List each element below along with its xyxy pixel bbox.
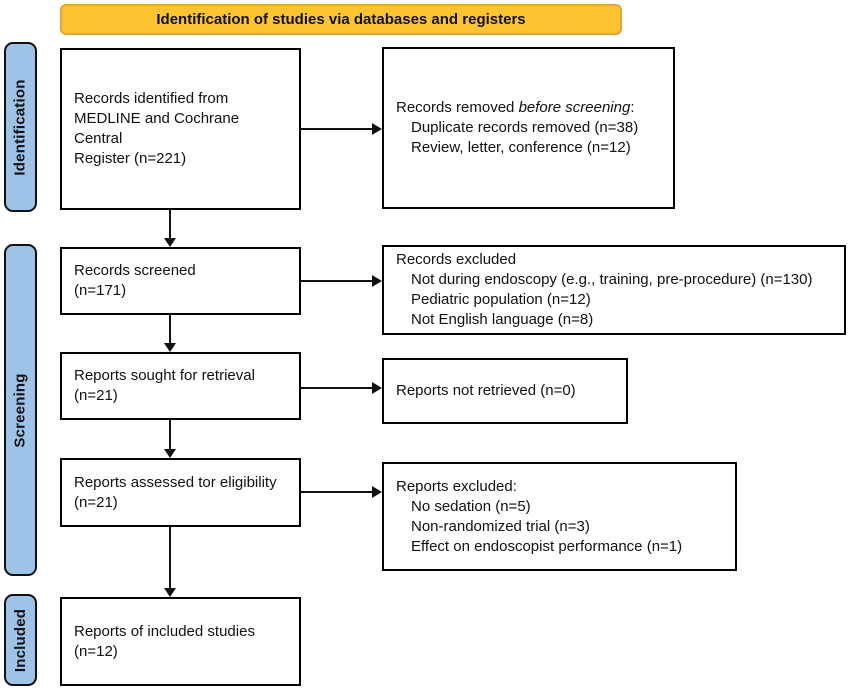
arrow-head-right-icon bbox=[372, 123, 382, 135]
box-records-removed-title-prefix: Records removed bbox=[396, 99, 519, 116]
box-records-excluded-item: Not during endoscopy (e.g., training, pr… bbox=[411, 271, 813, 288]
box-reports-sought-line: Reports sought for retrieval bbox=[74, 367, 255, 384]
box-reports-excluded: Reports excluded: No sedation (n=5) Non-… bbox=[382, 462, 737, 571]
box-records-identified-line: Register (n=221) bbox=[74, 150, 187, 167]
box-records-screened-line: Records screened bbox=[74, 262, 196, 279]
arrow-head-right-icon bbox=[372, 275, 382, 287]
arrow-head-down-icon bbox=[164, 238, 176, 247]
arrow-head-down-icon bbox=[164, 343, 176, 352]
box-reports-assessed: Reports assessed tor eligibility (n=21) bbox=[60, 458, 301, 527]
box-reports-included: Reports of included studies (n=12) bbox=[60, 597, 301, 686]
box-records-identified: Records identified from MEDLINE and Coch… bbox=[60, 48, 301, 210]
box-records-excluded-item: Pediatric population (n=12) bbox=[411, 291, 591, 308]
arrow-head-down-icon bbox=[164, 588, 176, 597]
box-records-identified-line: Central bbox=[74, 130, 123, 147]
arrow-stem bbox=[169, 527, 171, 589]
box-records-identified-line: MEDLINE and Cochrane bbox=[74, 110, 240, 127]
box-records-removed: Records removed before screening: Duplic… bbox=[382, 47, 675, 209]
box-reports-included-line: Reports of included studies bbox=[74, 622, 255, 640]
box-reports-not-retrieved-line: Reports not retrieved (n=0) bbox=[396, 382, 576, 399]
stage-label-identification-text: Identification bbox=[12, 78, 30, 176]
box-reports-assessed-line: (n=21) bbox=[74, 493, 118, 511]
box-records-removed-title-suffix: : bbox=[630, 99, 635, 116]
box-records-removed-item: Duplicate records removed (n=38) bbox=[411, 119, 639, 136]
box-reports-excluded-item: Effect on endoscopist performance (n=1) bbox=[411, 537, 683, 555]
box-reports-excluded-title: Reports excluded: bbox=[396, 477, 517, 495]
box-reports-sought-line: (n=21) bbox=[74, 387, 118, 404]
box-reports-sought: Reports sought for retrieval (n=21) bbox=[60, 352, 301, 420]
box-reports-excluded-item: Non-randomized trial (n=3) bbox=[411, 517, 590, 535]
box-records-screened-line: (n=171) bbox=[74, 282, 127, 299]
arrow-stem bbox=[169, 315, 171, 344]
arrow-head-down-icon bbox=[164, 449, 176, 458]
arrow-stem bbox=[169, 420, 171, 450]
arrow-stem bbox=[301, 128, 373, 130]
stage-label-included-text: Included bbox=[12, 608, 29, 672]
stage-label-identification: Identification bbox=[4, 42, 37, 212]
arrow-head-right-icon bbox=[372, 382, 382, 394]
box-records-identified-line: Records identified from bbox=[74, 90, 229, 107]
box-records-removed-title: Records removed before screening: bbox=[396, 98, 665, 118]
box-reports-not-retrieved: Reports not retrieved (n=0) bbox=[382, 358, 628, 424]
arrow-stem bbox=[301, 387, 373, 389]
box-records-excluded-item: Not English language (n=8) bbox=[411, 311, 594, 328]
box-reports-assessed-line: Reports assessed tor eligibility bbox=[74, 473, 277, 491]
arrow-stem bbox=[301, 280, 373, 282]
box-records-excluded-title: Records excluded bbox=[396, 251, 517, 268]
arrow-stem bbox=[169, 210, 171, 240]
box-records-screened: Records screened (n=171) bbox=[60, 247, 301, 315]
stage-label-screening-text: Screening bbox=[12, 372, 30, 448]
stage-label-screening: Screening bbox=[4, 244, 37, 576]
box-reports-excluded-item: No sedation (n=5) bbox=[411, 497, 531, 515]
diagram-title-banner: Identification of studies via databases … bbox=[60, 4, 622, 35]
diagram-title: Identification of studies via databases … bbox=[156, 11, 526, 28]
arrow-head-right-icon bbox=[372, 486, 382, 498]
box-records-excluded: Records excluded Not during endoscopy (e… bbox=[382, 245, 846, 335]
arrow-stem bbox=[301, 491, 373, 493]
box-reports-included-line: (n=12) bbox=[74, 642, 118, 660]
box-records-removed-title-italic: before screening bbox=[518, 99, 631, 116]
box-records-removed-item: Review, letter, conference (n=12) bbox=[411, 139, 631, 156]
stage-label-included: Included bbox=[4, 594, 37, 686]
